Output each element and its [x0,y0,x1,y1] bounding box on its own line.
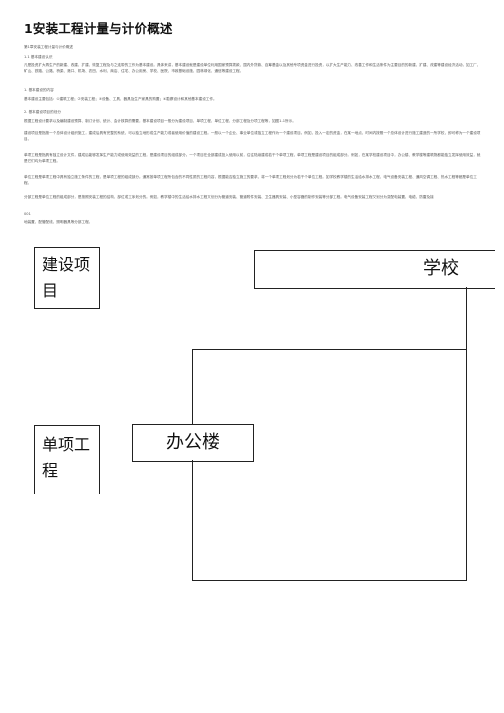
page-number: 001 [24,212,31,216]
connector-line [192,460,193,580]
node-construction-project: 建设项目 [34,247,100,309]
node-label: 建设项目 [42,255,91,300]
subtitle-text: 第1章安装工程计量与计价概述 [24,45,74,49]
paragraph: 分部工程是单位工程的组成部分，是按照安装工程的结构、部位或工序划分的。例如，教学… [24,195,434,199]
node-single-project: 单项工程 [34,425,100,494]
paragraph: 根据工程设计要求以及编制建设预算、制订计划、统计、会计核算的需要，基本建设项目一… [24,119,296,123]
paragraph: 单项工程是指具有独立设计文件，建成后能够发挥生产能力或使用效益的工程，是建设项目… [24,153,481,164]
paragraph: 单位工程是单项工程中具有独立施工条件的工程，是单项工程的组成部分。通常按单项工程… [24,175,477,186]
connector-line [192,349,193,424]
section-heading: 1. 基本建设的内容 [24,88,54,92]
node-office-building: 办公楼 [132,424,254,462]
page-title: 1安装工程计量与计价概述 [24,21,173,36]
paragraph: 凡是投资扩大再生产的新建、改建、扩建、恢复工程及与之连带的工作为基本建设。具体来… [24,63,481,74]
connector-line [466,349,467,580]
section-heading: 1.1 基本建设认识 [24,55,53,59]
paragraph: 建设项目是指按一个总体设计组织施工，建成后具有完整的系统，可以独立地形成生产能力… [24,131,481,142]
connector-line [192,349,467,350]
node-label: 单项工程 [42,435,91,480]
paragraph: 基本建设主要包括：①建筑工程；②安装工程；③设备、工具、器具及生产家具的购置；④… [24,97,217,101]
node-label: 学校 [423,258,459,279]
connector-line [466,287,467,349]
paragraph: 地装置、配管配线、照明器具等分部工程。 [24,220,93,224]
node-school: 学校 [254,250,495,289]
connector-line [192,580,467,581]
node-label: 办公楼 [166,432,220,453]
section-heading: 2. 基本建设项目的划分 [24,110,61,114]
